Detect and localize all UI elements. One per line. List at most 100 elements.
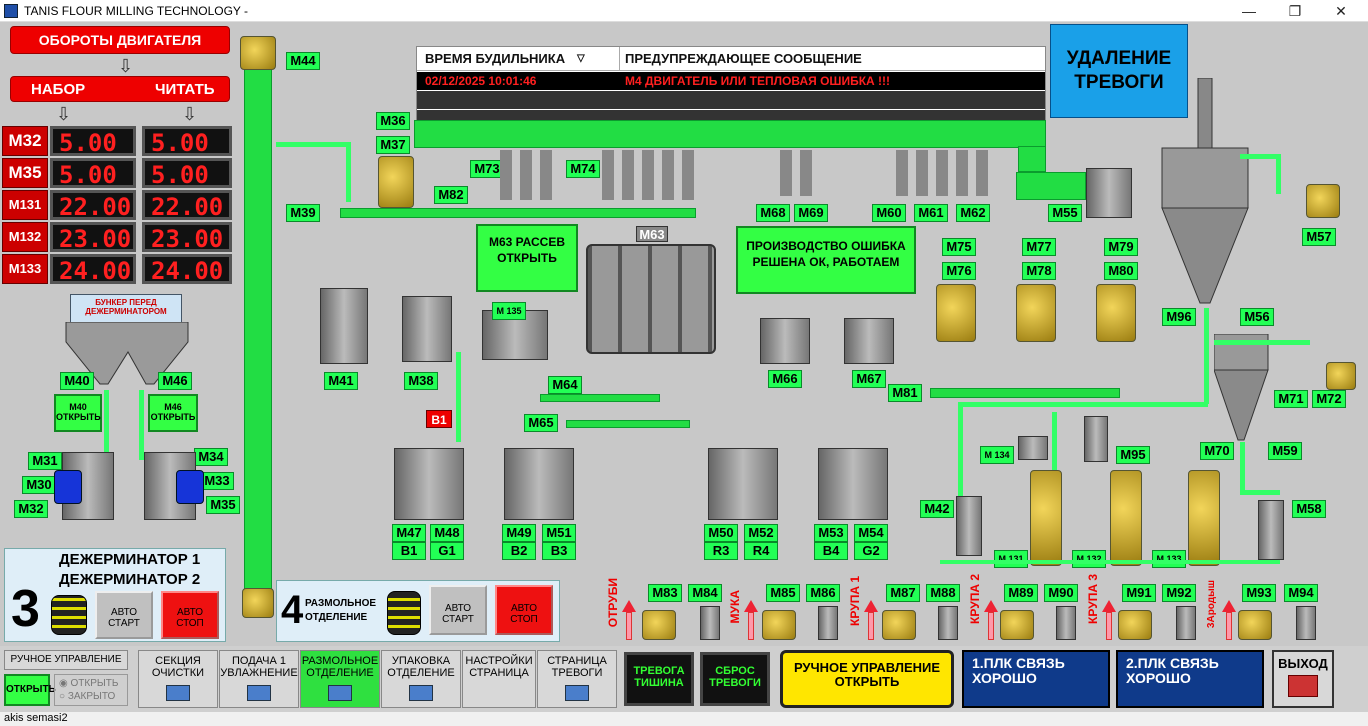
motor-rows: M32 5.00 5.00 M35 5.00 5.00 M131 22.00 2… (2, 126, 234, 286)
monitor-icon (409, 685, 433, 701)
section4-auto-start-button[interactable]: АВТО СТАРТ (429, 585, 487, 635)
radio-open-label: ОТКРЫТЬ (70, 678, 119, 689)
pipe (1214, 340, 1310, 345)
tag-m47: M47 (392, 524, 426, 542)
tag-m77: M77 (1022, 238, 1056, 256)
m57-machine (1306, 184, 1340, 218)
tag-m85: M85 (766, 584, 800, 602)
cyclone-group (896, 150, 996, 196)
tag-m135: M 135 (492, 302, 526, 320)
motor-label: M132 (2, 222, 48, 252)
nav-packing[interactable]: УПАКОВКА ОТДЕЛЕНИЕ (381, 650, 461, 708)
tag-m75: M75 (942, 238, 976, 256)
tag-m79: M79 (1104, 238, 1138, 256)
table-row[interactable]: 02/12/2025 10:01:46 M4 ДВИГАТЕЛЬ ИЛИ ТЕП… (417, 72, 1045, 90)
roller-mill-2 (504, 448, 574, 520)
bagger (1118, 610, 1152, 640)
tag-m88: M88 (926, 584, 960, 602)
set-value-display[interactable]: 5.00 (50, 126, 136, 157)
tag-r4: R4 (744, 542, 778, 560)
set-value-display[interactable]: 24.00 (50, 254, 136, 285)
up-arrow-icon (1102, 600, 1116, 640)
tag-m34: M34 (194, 448, 228, 466)
nav-alarms[interactable]: СТРАНИЦА ТРЕВОГИ (537, 650, 617, 708)
big-cyclone (1161, 78, 1249, 304)
tag-m93: M93 (1242, 584, 1276, 602)
sort-icon[interactable]: ▽ (577, 53, 585, 64)
manual-control-open-button[interactable]: РУЧНОЕ УПРАВЛЕНИЕ ОТКРЫТЬ (780, 650, 954, 708)
pipe (1204, 308, 1209, 404)
blower (938, 606, 958, 640)
col-time-header[interactable]: ВРЕМЯ БУДИЛЬНИКА (425, 51, 566, 66)
packer-m132 (1110, 470, 1142, 566)
output-label-bran: ОТРУБИ (606, 578, 620, 628)
m37-separator (378, 156, 414, 208)
tag-m86: M86 (806, 584, 840, 602)
alarm-remove-button[interactable]: УДАЛЕНИЕ ТРЕВОГИ (1050, 24, 1188, 118)
nav-settings[interactable]: НАСТРОЙКИ СТРАНИЦА (462, 650, 536, 708)
restore-button[interactable]: ❐ (1288, 3, 1302, 19)
cyclone-group (602, 150, 702, 200)
pipe (958, 402, 1208, 407)
alarm-table-header: ВРЕМЯ БУДИЛЬНИКА ▽ ПРЕДУПРЕЖДАЮЩЕЕ СООБЩ… (417, 47, 1045, 71)
pipe (940, 560, 1280, 564)
pipe (139, 390, 144, 460)
nav-milling[interactable]: РАЗМОЛЬНОЕ ОТДЕЛЕНИЕ (300, 650, 380, 708)
output-label-grits1: КРУПА 1 (848, 576, 862, 626)
section3-auto-stop-button[interactable]: АВТО СТОП (161, 591, 219, 639)
motor-speed-title: ОБОРОТЫ ДВИГАТЕЛЯ (10, 26, 230, 54)
elevator-head (240, 36, 276, 70)
minimize-button[interactable]: — (1242, 3, 1256, 19)
radio-open[interactable]: ◉ ОТКРЫТЬ (59, 678, 119, 689)
tag-m92: M92 (1162, 584, 1196, 602)
close-button[interactable]: ✕ (1335, 3, 1347, 19)
tag-m59: M59 (1268, 442, 1302, 460)
manual-radio-group: ◉ ОТКРЫТЬ ○ ЗАКРЫТО (54, 674, 128, 706)
exit-button[interactable]: ВЫХОД (1272, 650, 1334, 708)
motor-label: M35 (2, 158, 48, 188)
nav-tempering[interactable]: ПОДАЧА 1 УВЛАЖНЕНИЕ (219, 650, 299, 708)
exit-icon (1288, 675, 1318, 697)
tag-m37: M37 (376, 136, 410, 154)
alarm-silence-button[interactable]: ТРЕВОГА ТИШИНА (624, 652, 694, 706)
col-msg-header[interactable]: ПРЕДУПРЕЖДАЮЩЕЕ СООБЩЕНИЕ (625, 51, 862, 66)
tag-g1: G1 (430, 542, 464, 560)
pipe (104, 390, 109, 510)
m40-open-button[interactable]: M40 ОТКРЫТЬ (54, 394, 102, 432)
tag-m33: M33 (200, 472, 234, 490)
footer-bar: РУЧНОЕ УПРАВЛЕНИЕ ОТКРЫТЬ ◉ ОТКРЫТЬ ○ ЗА… (0, 646, 1368, 712)
bran-finisher (1016, 284, 1056, 342)
production-status-message: ПРОИЗВОДСТВО ОШИБКА РЕШЕНА ОК, РАБОТАЕМ (736, 226, 916, 294)
manual-open-button[interactable]: ОТКРЫТЬ (4, 674, 56, 706)
alarm-reset-button[interactable]: СБРОС ТРЕВОГИ (700, 652, 770, 706)
nav-cleaning-section[interactable]: СЕКЦИЯ ОЧИСТКИ (138, 650, 218, 708)
bagger (882, 610, 916, 640)
tag-m36: M36 (376, 112, 410, 130)
set-value-display[interactable]: 5.00 (50, 158, 136, 189)
radio-closed[interactable]: ○ ЗАКРЫТО (59, 691, 116, 702)
m55-machine (1086, 168, 1132, 218)
nav-label: ПОДАЧА 1 УВЛАЖНЕНИЕ (220, 655, 298, 679)
mill-icon (51, 595, 87, 635)
blower (1176, 606, 1196, 640)
cyclone-group (780, 150, 820, 196)
table-row (417, 110, 1045, 122)
section4-auto-stop-button[interactable]: АВТО СТОП (495, 585, 553, 635)
bunker-hopper (65, 322, 189, 385)
m63-sifter-open-button[interactable]: M63 РАССЕВ ОТКРЫТЬ (476, 224, 578, 292)
set-value-display[interactable]: 23.00 (50, 222, 136, 253)
pipe (456, 352, 461, 442)
bagger (642, 610, 676, 640)
tag-m90: M90 (1044, 584, 1078, 602)
tag-m66: M66 (768, 370, 802, 388)
table-row (417, 91, 1045, 109)
tag-m134: M 134 (980, 446, 1014, 464)
m46-open-button[interactable]: M46 ОТКРЫТЬ (148, 394, 198, 432)
up-arrow-icon (984, 600, 998, 640)
tag-m30: M30 (22, 476, 56, 494)
tag-m80: M80 (1104, 262, 1138, 280)
column-divider (619, 47, 620, 71)
roller-mill-3 (708, 448, 778, 520)
section3-auto-start-button[interactable]: АВТО СТАРТ (95, 591, 153, 639)
set-value-display[interactable]: 22.00 (50, 190, 136, 221)
